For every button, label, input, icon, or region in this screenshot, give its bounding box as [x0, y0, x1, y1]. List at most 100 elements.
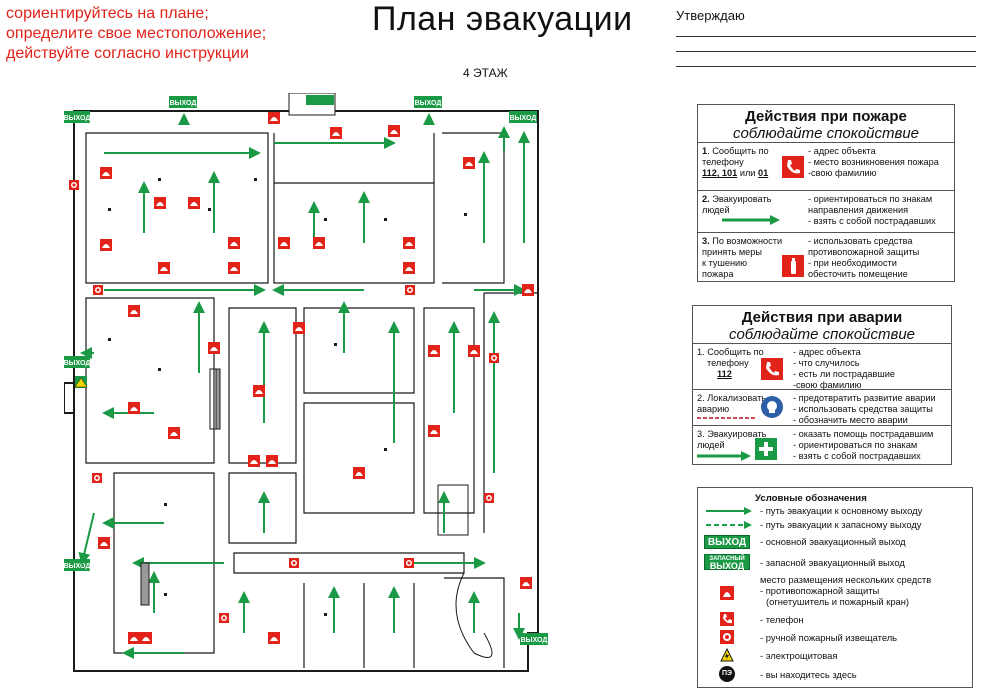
evacuation-arrow-icon	[722, 215, 780, 225]
protective-equipment-icon	[761, 396, 783, 418]
fire-equipment-icon	[720, 586, 734, 600]
evacuation-arrow-icon	[697, 451, 751, 461]
approve-label: Утверждаю	[676, 8, 745, 23]
legend-spare-exit-text: - запасной эвакуационный выход	[760, 557, 905, 568]
phone-icon	[720, 612, 734, 626]
accident-panel-title: Действия при аварии	[741, 309, 903, 326]
phone-icon	[761, 358, 783, 380]
fire-step-2-line-a: Эвакуировать	[709, 194, 772, 204]
fire-step-3-line-c: к тушению	[702, 258, 748, 268]
signature-line-3	[676, 66, 976, 67]
fire-step-3-line-a: По возможности	[709, 236, 783, 246]
legend-main-exit: ВЫХОД - основной эвакуационный выход	[698, 535, 972, 549]
fire-step-2-desc-2: направления движения	[808, 205, 909, 215]
fire-step-3-desc-1: - использовать средства	[808, 236, 913, 246]
intro-line-3: действуйте согласно инструкции	[6, 45, 249, 62]
fire-step-1-phone-c: 01	[758, 168, 769, 178]
fire-step-3-desc-4: обесточить помещение	[808, 269, 908, 279]
signature-line-1	[676, 36, 976, 37]
fire-step-2-text: 2. Эвакуировать людей	[702, 194, 790, 216]
fire-step-1-desc-3: -свою фамилию	[808, 168, 877, 178]
fire-step-2-num: 2.	[702, 194, 710, 204]
accident-step-3-desc-1: - оказать помощь пострадавшим	[793, 429, 934, 439]
fire-alarm-icon	[720, 630, 734, 644]
legend-main-route: - путь эвакуации к основному выходу	[698, 505, 972, 517]
legend-phone: - телефон	[698, 612, 972, 626]
legend-spare-route-text: - путь эвакуации к запасному выходу	[760, 519, 922, 530]
floor-label: 4 ЭТАЖ	[463, 66, 508, 80]
accident-step-1-line-a: 1. Сообщить по	[697, 347, 764, 357]
accident-step-3-desc: - оказать помощь пострадавшим - ориентир…	[793, 429, 949, 462]
accident-step-1-text: 1. Сообщить по телефону 112	[697, 347, 785, 380]
fire-panel-subtitle: соблюдайте спокойствие	[732, 125, 920, 142]
fire-step-1-text: 1. Сообщить по телефону 112, 101 или 01	[702, 146, 790, 179]
accident-step-3-desc-3: - взять с собой пострадавших	[793, 451, 921, 461]
legend-fire-equipment: место размещения нескольких средств - пр…	[698, 574, 972, 608]
fire-panel-header: Действия при пожаре соблюдайте спокойств…	[698, 105, 954, 143]
legend-title: Условные обозначения	[755, 493, 867, 504]
accident-step-1-desc: - адрес объекта - что случилось - есть л…	[793, 347, 949, 391]
spare-exit-sign-bottom: ВЫХОД	[709, 561, 745, 571]
legend-alarm: - ручной пожарный извещатель	[698, 630, 972, 644]
phone-icon	[782, 156, 804, 178]
accident-step-1-desc-2: - что случилось	[793, 358, 860, 368]
fire-step-2-desc: - ориентироваться по знакам направления …	[808, 194, 952, 227]
plan-exit-text-1: ВЫХОД	[64, 115, 90, 122]
legend-main-exit-text: - основной эвакуационный выход	[760, 536, 906, 547]
you-are-here-icon: ПЭ	[719, 666, 735, 682]
intro-line-1: сориентируйтесь на плане;	[6, 5, 209, 22]
plan-electrical-panel-icon	[74, 376, 88, 388]
plan-evacuation-arrows	[78, 113, 530, 659]
fire-step-2: 2. Эвакуировать людей - ориентироваться …	[698, 191, 954, 233]
plan-exit-text-6: ВЫХОД	[64, 563, 90, 570]
plan-exit-text-3: ВЫХОД	[415, 100, 442, 107]
orientation-instructions: сориентируйтесь на плане; определите сво…	[6, 4, 266, 64]
exit-sign-icon: ВЫХОД	[704, 535, 750, 549]
accident-step-2: 2. Локализовать аварию - предотвратить р…	[693, 390, 951, 426]
accident-step-2-desc-2: - использовать средства защиты	[793, 404, 933, 414]
page-title: План эвакуации	[372, 0, 633, 38]
fire-step-2-desc-3: - взять с собой пострадавших	[808, 216, 936, 226]
fire-step-1-line-b: телефону	[702, 157, 744, 167]
main-route-arrow-icon	[706, 507, 752, 515]
legend-electrical: - электрощитовая	[698, 648, 972, 662]
intro-line-2: определите свое местоположение;	[6, 25, 267, 42]
fire-step-3-line-b: принять меры	[702, 247, 762, 257]
accident-step-1: 1. Сообщить по телефону 112 - адрес объе…	[693, 344, 951, 390]
accident-panel-header: Действия при аварии соблюдайте спокойств…	[693, 306, 951, 344]
legend-you-are-here: ПЭ - вы находитесь здесь	[698, 666, 972, 682]
hazard-mark-line-icon	[697, 417, 755, 419]
fire-step-3-text: 3. По возможности принять меры к тушению…	[702, 236, 790, 280]
legend-spare-route: - путь эвакуации к запасному выходу	[698, 519, 972, 531]
accident-step-2-line-b: аварию	[697, 404, 730, 414]
fire-panel-title: Действия при пожаре	[745, 108, 907, 125]
floor-plan: ВЫХОД ВЫХОД ВЫХОД ВЫХОД ВЫХОД ВЫХОД ВЫХО…	[64, 93, 548, 672]
accident-step-2-line-a: 2. Локализовать	[697, 393, 767, 403]
accident-step-2-desc: - предотвратить развитие аварии - исполь…	[793, 393, 949, 426]
spare-exit-sign-icon: ЗАПАСНЫЙ ВЫХОД	[704, 554, 750, 571]
legend-you-are-here-text: - вы находитесь здесь	[760, 669, 857, 680]
fire-step-1: 1. Сообщить по телефону 112, 101 или 01 …	[698, 143, 954, 191]
accident-actions-panel: Действия при аварии соблюдайте спокойств…	[692, 305, 952, 465]
accident-step-3-line-a: 3. Эвакуировать	[697, 429, 767, 439]
fire-actions-panel: Действия при пожаре соблюдайте спокойств…	[697, 104, 955, 282]
accident-step-1-line-b: телефону	[707, 358, 749, 368]
plan-columns	[108, 178, 467, 616]
accident-step-3-desc-2: - ориентироваться по знакам	[793, 440, 918, 450]
fire-step-1-phones: 112, 101	[702, 168, 738, 178]
fire-extinguisher-icon	[782, 255, 804, 277]
legend-spare-exit: ЗАПАСНЫЙ ВЫХОД - запасной эвакуационный …	[698, 554, 972, 571]
fire-step-1-desc: - адрес объекта - место возникновения по…	[808, 146, 952, 179]
accident-panel-subtitle: соблюдайте спокойствие	[728, 326, 916, 343]
plan-exit-text-5: ВЫХОД	[64, 360, 90, 367]
fire-step-2-line-b: людей	[702, 205, 730, 215]
accident-step-2-desc-1: - предотвратить развитие аварии	[793, 393, 936, 403]
accident-step-3-text: 3. Эвакуировать людей	[697, 429, 785, 451]
fire-step-1-or: или	[737, 168, 758, 178]
accident-step-1-desc-4: -свою фамилию	[793, 380, 862, 390]
accident-step-1-phone: 112	[717, 369, 732, 379]
accident-step-2-desc-3: - обозначить место аварии	[793, 415, 908, 425]
plan-walls	[64, 110, 539, 672]
accident-step-1-desc-3: - есть ли пострадавшие	[793, 369, 895, 379]
legend-phone-text: - телефон	[760, 614, 804, 625]
